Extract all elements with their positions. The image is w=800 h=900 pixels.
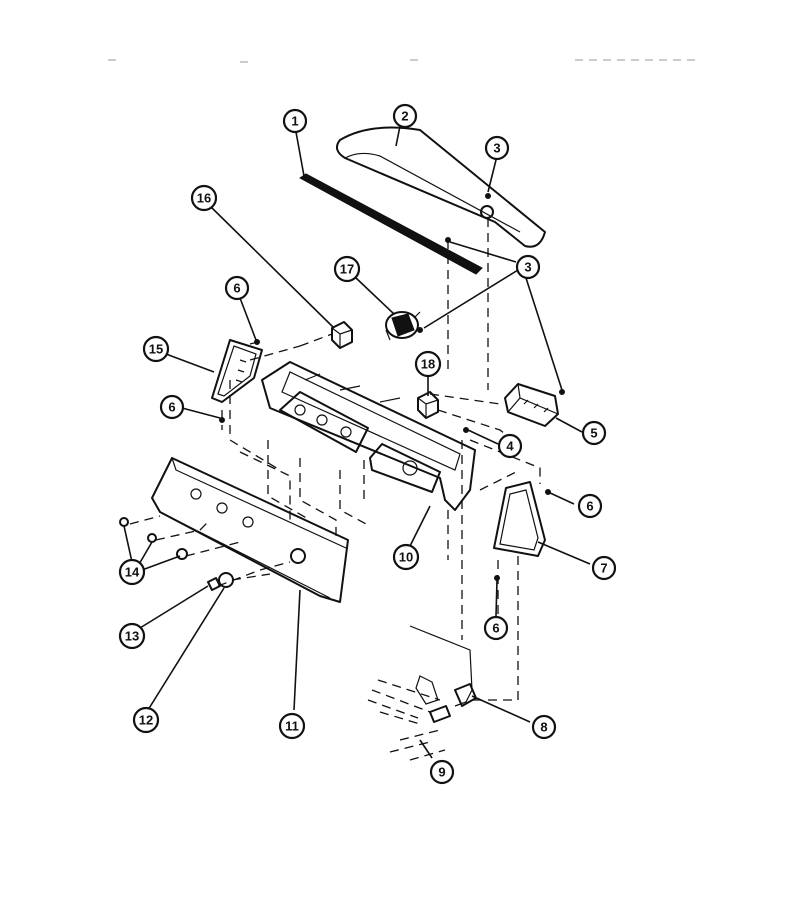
callout-label: 18 [421, 357, 435, 372]
callout-15: 15 [142, 335, 170, 363]
callout-label: 9 [438, 765, 445, 780]
callout-10: 10 [392, 543, 420, 571]
left-end-bracket [211, 339, 263, 403]
callout-label: 8 [540, 720, 547, 735]
callout-label: 12 [139, 713, 153, 728]
callout-12: 12 [132, 706, 160, 734]
leader-lines [123, 125, 591, 759]
callout-4: 4 [497, 433, 523, 459]
callout-5: 5 [581, 420, 607, 446]
callout-6-upper-left: 6 [224, 275, 250, 301]
switch-part-18 [417, 391, 439, 419]
callout-6-lower-left: 6 [159, 394, 185, 420]
callout-label: 6 [168, 400, 175, 415]
callouts: 1 2 3 3 16 17 6 15 6 18 4 5 6 7 10 6 14 … [118, 103, 617, 785]
wiring-part-9 [367, 679, 446, 761]
callout-11: 11 [278, 712, 306, 740]
callout-label: 15 [149, 342, 163, 357]
callout-label: 17 [340, 262, 354, 277]
right-end-bracket [493, 481, 546, 557]
callout-14: 14 [118, 558, 146, 586]
callout-label: 10 [399, 550, 413, 565]
callout-9: 9 [429, 759, 455, 785]
callout-label: 6 [233, 281, 240, 296]
callout-label: 3 [524, 260, 531, 275]
callout-1: 1 [282, 108, 308, 134]
callout-6-bottom: 6 [483, 615, 509, 641]
callout-label: 5 [590, 426, 597, 441]
callout-label: 3 [493, 141, 500, 156]
console-frame [261, 361, 476, 511]
callout-18: 18 [414, 350, 442, 378]
callout-3-mid: 3 [515, 254, 541, 280]
top-end-cap [335, 126, 546, 248]
timer-part-5 [504, 383, 559, 427]
callout-3-top: 3 [484, 135, 510, 161]
callout-6-right: 6 [577, 493, 603, 519]
header-marks [108, 59, 700, 63]
callout-label: 2 [401, 109, 408, 124]
rotary-part-17 [385, 311, 421, 341]
callout-label: 6 [492, 621, 499, 636]
screws [219, 193, 565, 581]
callout-8: 8 [531, 714, 557, 740]
callout-label: 1 [291, 114, 298, 129]
callout-17: 17 [333, 255, 361, 283]
callout-label: 13 [125, 629, 139, 644]
callout-label: 14 [125, 565, 140, 580]
callout-label: 7 [600, 561, 607, 576]
callout-label: 16 [197, 191, 211, 206]
trim-strip [299, 173, 483, 275]
callout-label: 11 [285, 719, 299, 734]
callout-16: 16 [190, 184, 218, 212]
control-panel [151, 457, 349, 603]
callout-label: 6 [586, 499, 593, 514]
callout-13: 13 [118, 622, 146, 650]
callout-label: 4 [506, 439, 514, 454]
switch-part-16 [331, 321, 353, 349]
callout-7: 7 [591, 555, 617, 581]
callout-2: 2 [392, 103, 418, 129]
knob-part-13 [207, 577, 221, 591]
assembly-lines [129, 218, 541, 701]
